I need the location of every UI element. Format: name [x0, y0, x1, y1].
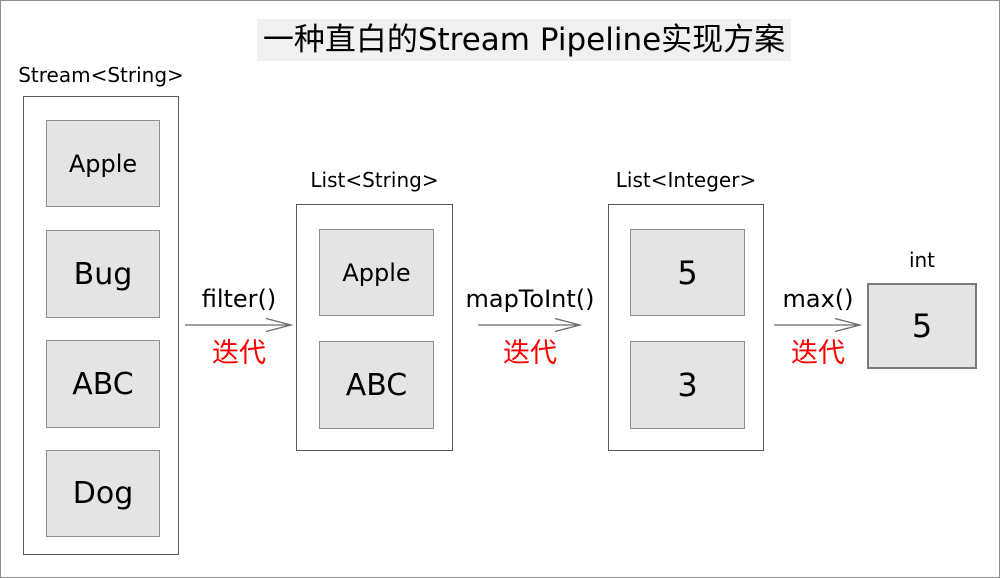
stage-label-list-string: List<String>	[310, 168, 439, 192]
iterate-note: 迭代	[503, 338, 557, 369]
item-apple: Apple	[46, 120, 160, 207]
stage-label-stream-string: Stream<String>	[18, 63, 184, 87]
arrow-right-icon	[185, 317, 293, 333]
stage-label-list-integer: List<Integer>	[615, 168, 757, 192]
item-dog: Dog	[46, 450, 160, 537]
result-type-label: int	[908, 248, 936, 272]
max-step: max() 迭代	[767, 286, 869, 367]
arrow-right-icon	[478, 317, 582, 333]
list-integer-container: 5 3	[608, 204, 764, 451]
item-abc: ABC	[319, 341, 434, 429]
item-bug: Bug	[46, 230, 160, 318]
item-3: 3	[630, 341, 745, 429]
item-5: 5	[630, 229, 745, 316]
diagram-title: 一种直白的Stream Pipeline实现方案	[257, 19, 791, 61]
item-abc: ABC	[46, 340, 160, 428]
list-string-container: Apple ABC	[296, 204, 453, 451]
maptoint-step: mapToInt() 迭代	[451, 286, 609, 367]
result-box: 5	[867, 283, 977, 369]
item-apple: Apple	[319, 229, 434, 316]
arrow-right-icon	[774, 317, 862, 333]
stream-string-container: Apple Bug ABC Dog	[23, 96, 179, 555]
maptoint-op-label: mapToInt()	[465, 285, 595, 313]
iterate-note: 迭代	[791, 338, 845, 369]
iterate-note: 迭代	[212, 338, 266, 369]
max-op-label: max()	[782, 285, 854, 313]
filter-op-label: filter()	[201, 285, 277, 313]
filter-step: filter() 迭代	[183, 286, 295, 367]
